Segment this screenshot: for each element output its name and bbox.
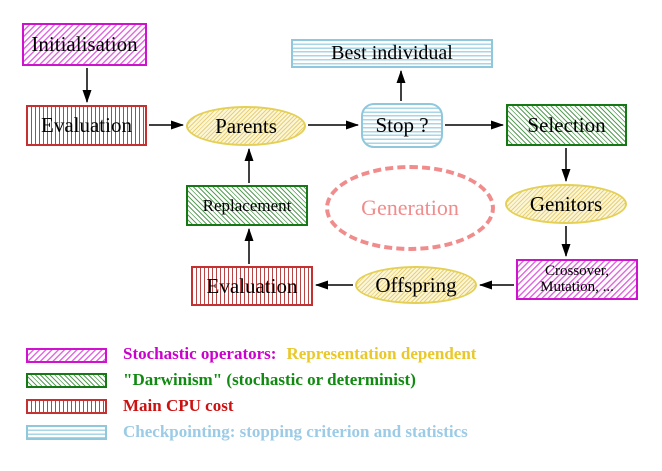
legend-label-stochastic-operators: Stochastic operators: Representation depe…: [123, 344, 476, 364]
node-genitors: Genitors: [505, 184, 627, 224]
legend-swatch-checkpointing: [26, 425, 107, 440]
legend-label-darwinism: "Darwinism" (stochastic or determinist): [123, 370, 416, 389]
node-replacement: Replacement: [186, 185, 308, 226]
node-initialisation: Initialisation: [22, 23, 147, 66]
node-best-individual: Best individual: [291, 39, 493, 68]
node-generation-loop: Generation: [325, 165, 495, 251]
legend-label-main-cpu-cost: Main CPU cost: [123, 396, 234, 415]
node-crossover-mutation: Crossover, Mutation, ...: [516, 259, 638, 300]
node-evaluation-bottom: Evaluation: [191, 266, 313, 306]
legend-swatch-darwinism: [26, 373, 107, 388]
legend-label-checkpointing: Checkpointing: stopping criterion and st…: [123, 422, 468, 441]
node-parents: Parents: [186, 106, 306, 146]
legend-text-stochastic: Stochastic operators:: [123, 344, 277, 363]
crossover-line1: Crossover,: [545, 262, 609, 279]
node-evaluation-top: Evaluation: [26, 105, 147, 146]
node-selection: Selection: [506, 104, 627, 146]
legend-text-representation: Representation dependent: [286, 344, 477, 363]
crossover-line2: Mutation, ...: [540, 278, 614, 295]
legend-swatch-main-cpu-cost: [26, 399, 107, 414]
node-offspring: Offspring: [355, 266, 477, 304]
node-stop: Stop ?: [361, 103, 443, 148]
legend-swatch-stochastic-operators: [26, 348, 107, 363]
